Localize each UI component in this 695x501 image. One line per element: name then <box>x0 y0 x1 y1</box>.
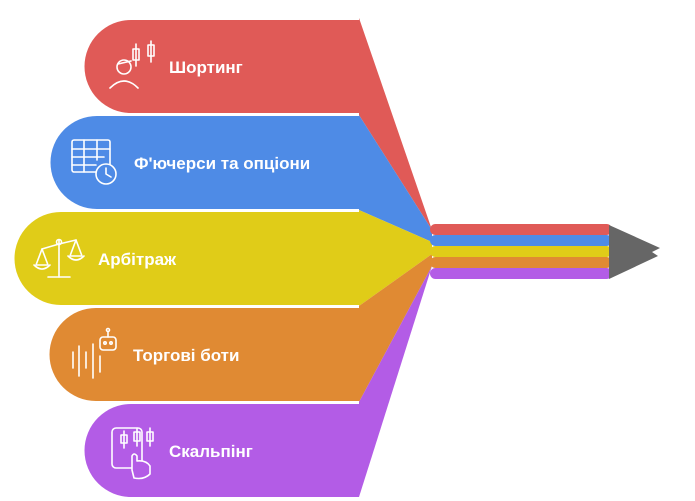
item-trading-bots: Торгові боти <box>49 308 359 401</box>
item-shorting: Шортинг <box>84 20 359 113</box>
funnel-wedge-futures <box>359 115 432 242</box>
pill-arbitrage <box>14 212 359 305</box>
calendar-table-clock-icon <box>71 139 117 185</box>
pencil-stripe-trading-bots <box>430 257 612 268</box>
item-futures-options: Ф'ючерси та опціони <box>50 116 359 209</box>
label-arbitrage: Арбітраж <box>98 250 177 269</box>
funnel-wedge-arbitrage <box>359 210 432 306</box>
pencil-stripe-arbitrage <box>430 246 612 257</box>
pencil-stripe-scalping <box>430 268 612 279</box>
funnel-wedge-trading-bots <box>359 254 432 402</box>
pencil-stripe-futures <box>430 235 612 246</box>
pencil-stripe-shorting <box>430 224 612 235</box>
label-futures-options: Ф'ючерси та опціони <box>134 154 310 173</box>
person-with-candlesticks-icon <box>109 40 155 89</box>
funnel-wedge-scalping <box>359 266 432 497</box>
item-scalping: Скальпінг <box>84 404 359 497</box>
pill-trading-bots <box>49 308 359 401</box>
pill-scalping <box>84 404 359 497</box>
label-shorting: Шортинг <box>169 58 243 77</box>
label-scalping: Скальпінг <box>169 442 253 461</box>
pill-futures-options <box>50 116 359 209</box>
label-trading-bots: Торгові боти <box>133 346 239 365</box>
hand-with-candlesticks-icon <box>111 427 154 480</box>
item-arbitrage: Арбітраж <box>14 212 359 305</box>
pill-shorting <box>84 20 359 113</box>
robot-signal-icon <box>72 327 117 379</box>
balance-scale-icon <box>33 238 85 278</box>
pencil-tip <box>609 225 660 279</box>
funnel-wedge-shorting <box>359 18 432 230</box>
